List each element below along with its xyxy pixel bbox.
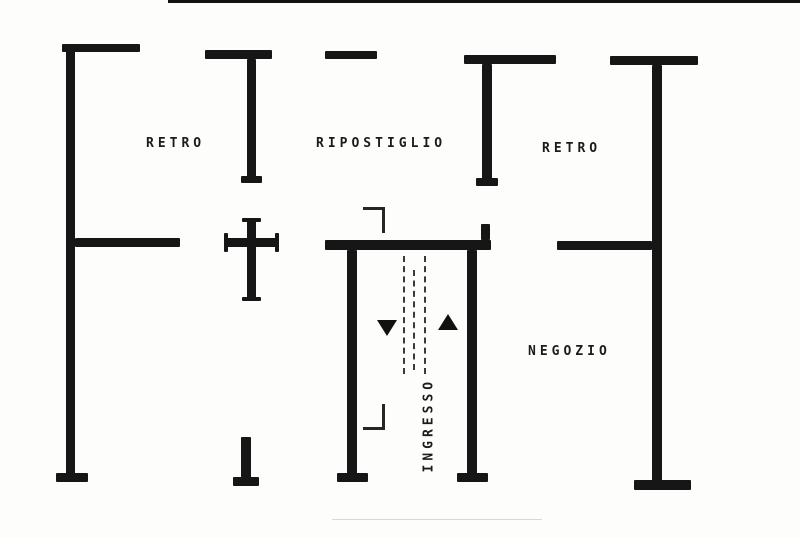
- room-label-retro-left: RETRO: [146, 136, 206, 151]
- wall-right-foot-bar: [634, 480, 691, 490]
- wall-corridor-right: [467, 250, 477, 476]
- stair-dashed-line-left: [403, 256, 405, 374]
- wall-right-vertical: [652, 65, 662, 483]
- wall-t2-foot: [476, 178, 498, 186]
- wall-top-right-bar: [610, 56, 698, 65]
- wall-negozio-divider: [557, 241, 652, 250]
- opening-bracket-bottom-vertical: [382, 404, 385, 430]
- wall-t1-foot: [241, 176, 262, 183]
- wall-t1-bar: [205, 50, 272, 59]
- wall-bottom-stub: [241, 437, 251, 480]
- wall-corridor-left: [347, 250, 357, 476]
- room-label-retro-right: RETRO: [542, 141, 602, 156]
- wall-corridor-left-foot: [337, 473, 368, 482]
- wall-t2-bar: [464, 55, 556, 64]
- wall-cross-bar: [226, 238, 277, 247]
- opening-bracket-top-horizontal: [363, 207, 385, 210]
- wall-t2-stem: [482, 64, 492, 179]
- room-label-ingresso: INGRESSO: [421, 377, 437, 473]
- scan-artifact-top: [168, 0, 800, 3]
- wall-cross-cap-bottom: [242, 297, 261, 301]
- wall-cross-stem: [247, 221, 256, 298]
- stair-arrow-up-icon: [438, 314, 458, 330]
- wall-corridor-top-stub: [481, 224, 490, 240]
- wall-retro-left-divider: [75, 238, 180, 247]
- wall-corridor-right-foot: [457, 473, 488, 482]
- opening-bracket-bottom-horizontal: [363, 427, 385, 430]
- stair-arrow-down-icon: [377, 320, 397, 336]
- wall-cross-cap-right: [275, 233, 279, 252]
- stair-dashed-line-center: [413, 270, 415, 370]
- wall-t1-stem: [247, 59, 256, 177]
- wall-left-foot: [56, 473, 88, 482]
- wall-left-vertical: [66, 48, 75, 480]
- wall-top-left: [62, 44, 140, 52]
- scan-artifact-bottom: [332, 519, 542, 520]
- wall-corridor-top: [325, 240, 491, 250]
- wall-bottom-stub-foot: [233, 477, 259, 486]
- wall-cross-cap-left: [224, 233, 228, 252]
- wall-top-center: [325, 51, 377, 59]
- opening-bracket-top-vertical: [382, 207, 385, 233]
- stair-dashed-line-right: [424, 256, 426, 374]
- wall-cross-cap-top: [242, 218, 261, 222]
- room-label-negozio: NEGOZIO: [528, 344, 611, 359]
- room-label-ripostiglio: RIPOSTIGLIO: [316, 136, 447, 151]
